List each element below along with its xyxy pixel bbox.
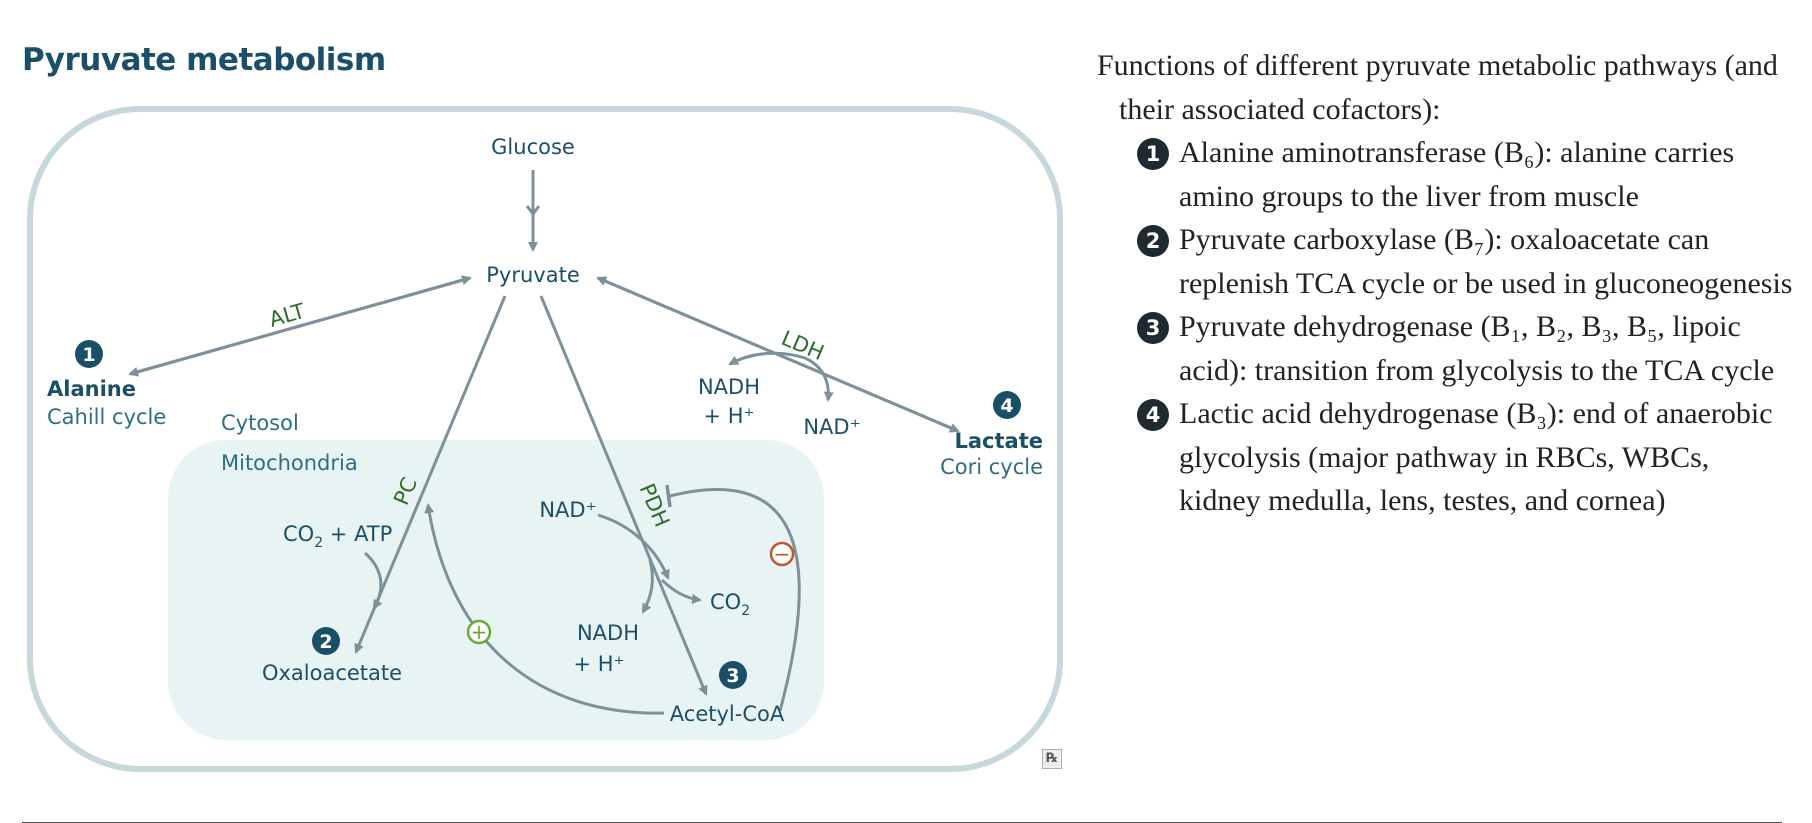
badge-acetyl-coa-number: 3 xyxy=(726,665,739,687)
list-item: 4 Lactic acid dehydrogenase (B₃): end of … xyxy=(1137,392,1797,523)
badge-icon: 2 xyxy=(1137,225,1169,257)
notes-panel: Functions of different pyruvate metaboli… xyxy=(1097,44,1797,523)
pdh-nad-label: NAD⁺ xyxy=(539,498,596,522)
ldh-cofactor-curve-left xyxy=(728,351,806,366)
mitochondria-label: Mitochondria xyxy=(221,451,358,475)
diagram-title: Pyruvate metabolism xyxy=(22,42,386,78)
notes-list: 1 Alanine aminotransferase (B₆): alanine … xyxy=(1097,131,1797,523)
list-item: 1 Alanine aminotransferase (B₆): alanine … xyxy=(1137,131,1797,218)
ldh-nadh-label: NADH xyxy=(698,375,760,399)
inhibit-sign-label: − xyxy=(774,542,791,566)
badge-lactate xyxy=(993,391,1021,419)
pc-cofactor-curve xyxy=(363,551,383,610)
oxaloacetate-label: Oxaloacetate xyxy=(262,661,402,685)
ldh-h-plus-label: + H⁺ xyxy=(703,404,754,428)
lactate-label: Lactate xyxy=(955,429,1044,453)
pdh-co2-label: CO2 xyxy=(710,590,750,619)
inhibit-sign xyxy=(769,541,795,567)
badge-oxaloacetate xyxy=(312,627,340,655)
activate-sign xyxy=(466,619,492,645)
pc-co2-atp-label: CO2 + ATP xyxy=(283,522,392,551)
pdh-nadh-label: NADH xyxy=(577,621,639,645)
badge-icon: 4 xyxy=(1137,399,1169,431)
ldh-cofactor-curve-right xyxy=(804,356,834,402)
pdh-nad-curve xyxy=(597,513,670,580)
badge-alanine xyxy=(75,340,103,368)
acetyl-coa-activates-pc xyxy=(424,503,665,715)
badge-oxaloacetate-number: 2 xyxy=(319,631,332,653)
acetyl-coa-label: Acetyl-CoA xyxy=(670,702,785,726)
pdh-arrow xyxy=(539,295,708,696)
list-item: 3 Pyruvate dehydrogenase (B₁, B₂, B₃, B₅,… xyxy=(1137,305,1797,392)
cori-cycle-label: Cori cycle xyxy=(940,455,1043,479)
cytosol-label: Cytosol xyxy=(221,411,299,435)
rx-logo-icon: ℞ xyxy=(1042,749,1062,769)
cahill-cycle-label: Cahill cycle xyxy=(47,405,166,429)
pdh-co2-subscript: 2 xyxy=(741,603,750,619)
note-text: Lactic acid dehydrogenase (B₃): end of a… xyxy=(1179,397,1773,517)
notes-heading: Functions of different pyruvate metaboli… xyxy=(1097,49,1778,126)
inhibition-bar xyxy=(665,484,672,508)
note-text: Pyruvate dehydrogenase (B₁, B₂, B₃, B₅, … xyxy=(1179,310,1775,387)
pyruvate-diagram: − + Glucose Pyruvate Alanine Cahill cycl… xyxy=(27,106,1063,772)
pc-co2-text: CO xyxy=(283,522,314,546)
pdh-h-plus-label: + H⁺ xyxy=(573,652,624,676)
pdh-co2-curve xyxy=(660,578,702,604)
pdh-co2-text: CO xyxy=(710,590,741,614)
alt-reverse-arrowhead xyxy=(128,276,471,377)
ldh-nad-label: NAD⁺ xyxy=(803,415,860,439)
note-text: Pyruvate carboxylase (B₇): oxaloacetate … xyxy=(1179,223,1793,300)
glucose-arrow-tick xyxy=(525,205,541,217)
list-item: 2 Pyruvate carboxylase (B₇): oxaloacetate… xyxy=(1137,218,1797,305)
alanine-label: Alanine xyxy=(47,377,136,401)
badge-lactate-number: 4 xyxy=(1000,395,1013,417)
pc-atp-text: + ATP xyxy=(323,522,392,546)
pdh-nadh-curve xyxy=(641,559,654,614)
mitochondria-compartment xyxy=(168,440,824,740)
pc-co2-subscript: 2 xyxy=(314,535,323,551)
badge-icon: 3 xyxy=(1137,312,1169,344)
pyruvate-label: Pyruvate xyxy=(486,263,580,287)
badge-acetyl-coa xyxy=(719,661,747,689)
acetyl-coa-inhibits-pdh xyxy=(669,488,801,712)
note-text: Alanine aminotransferase (B₆): alanine c… xyxy=(1179,136,1735,213)
activate-sign-label: + xyxy=(471,620,488,644)
glucose-label: Glucose xyxy=(491,135,575,159)
badge-alanine-number: 1 xyxy=(82,344,95,366)
badge-icon: 1 xyxy=(1137,138,1169,170)
